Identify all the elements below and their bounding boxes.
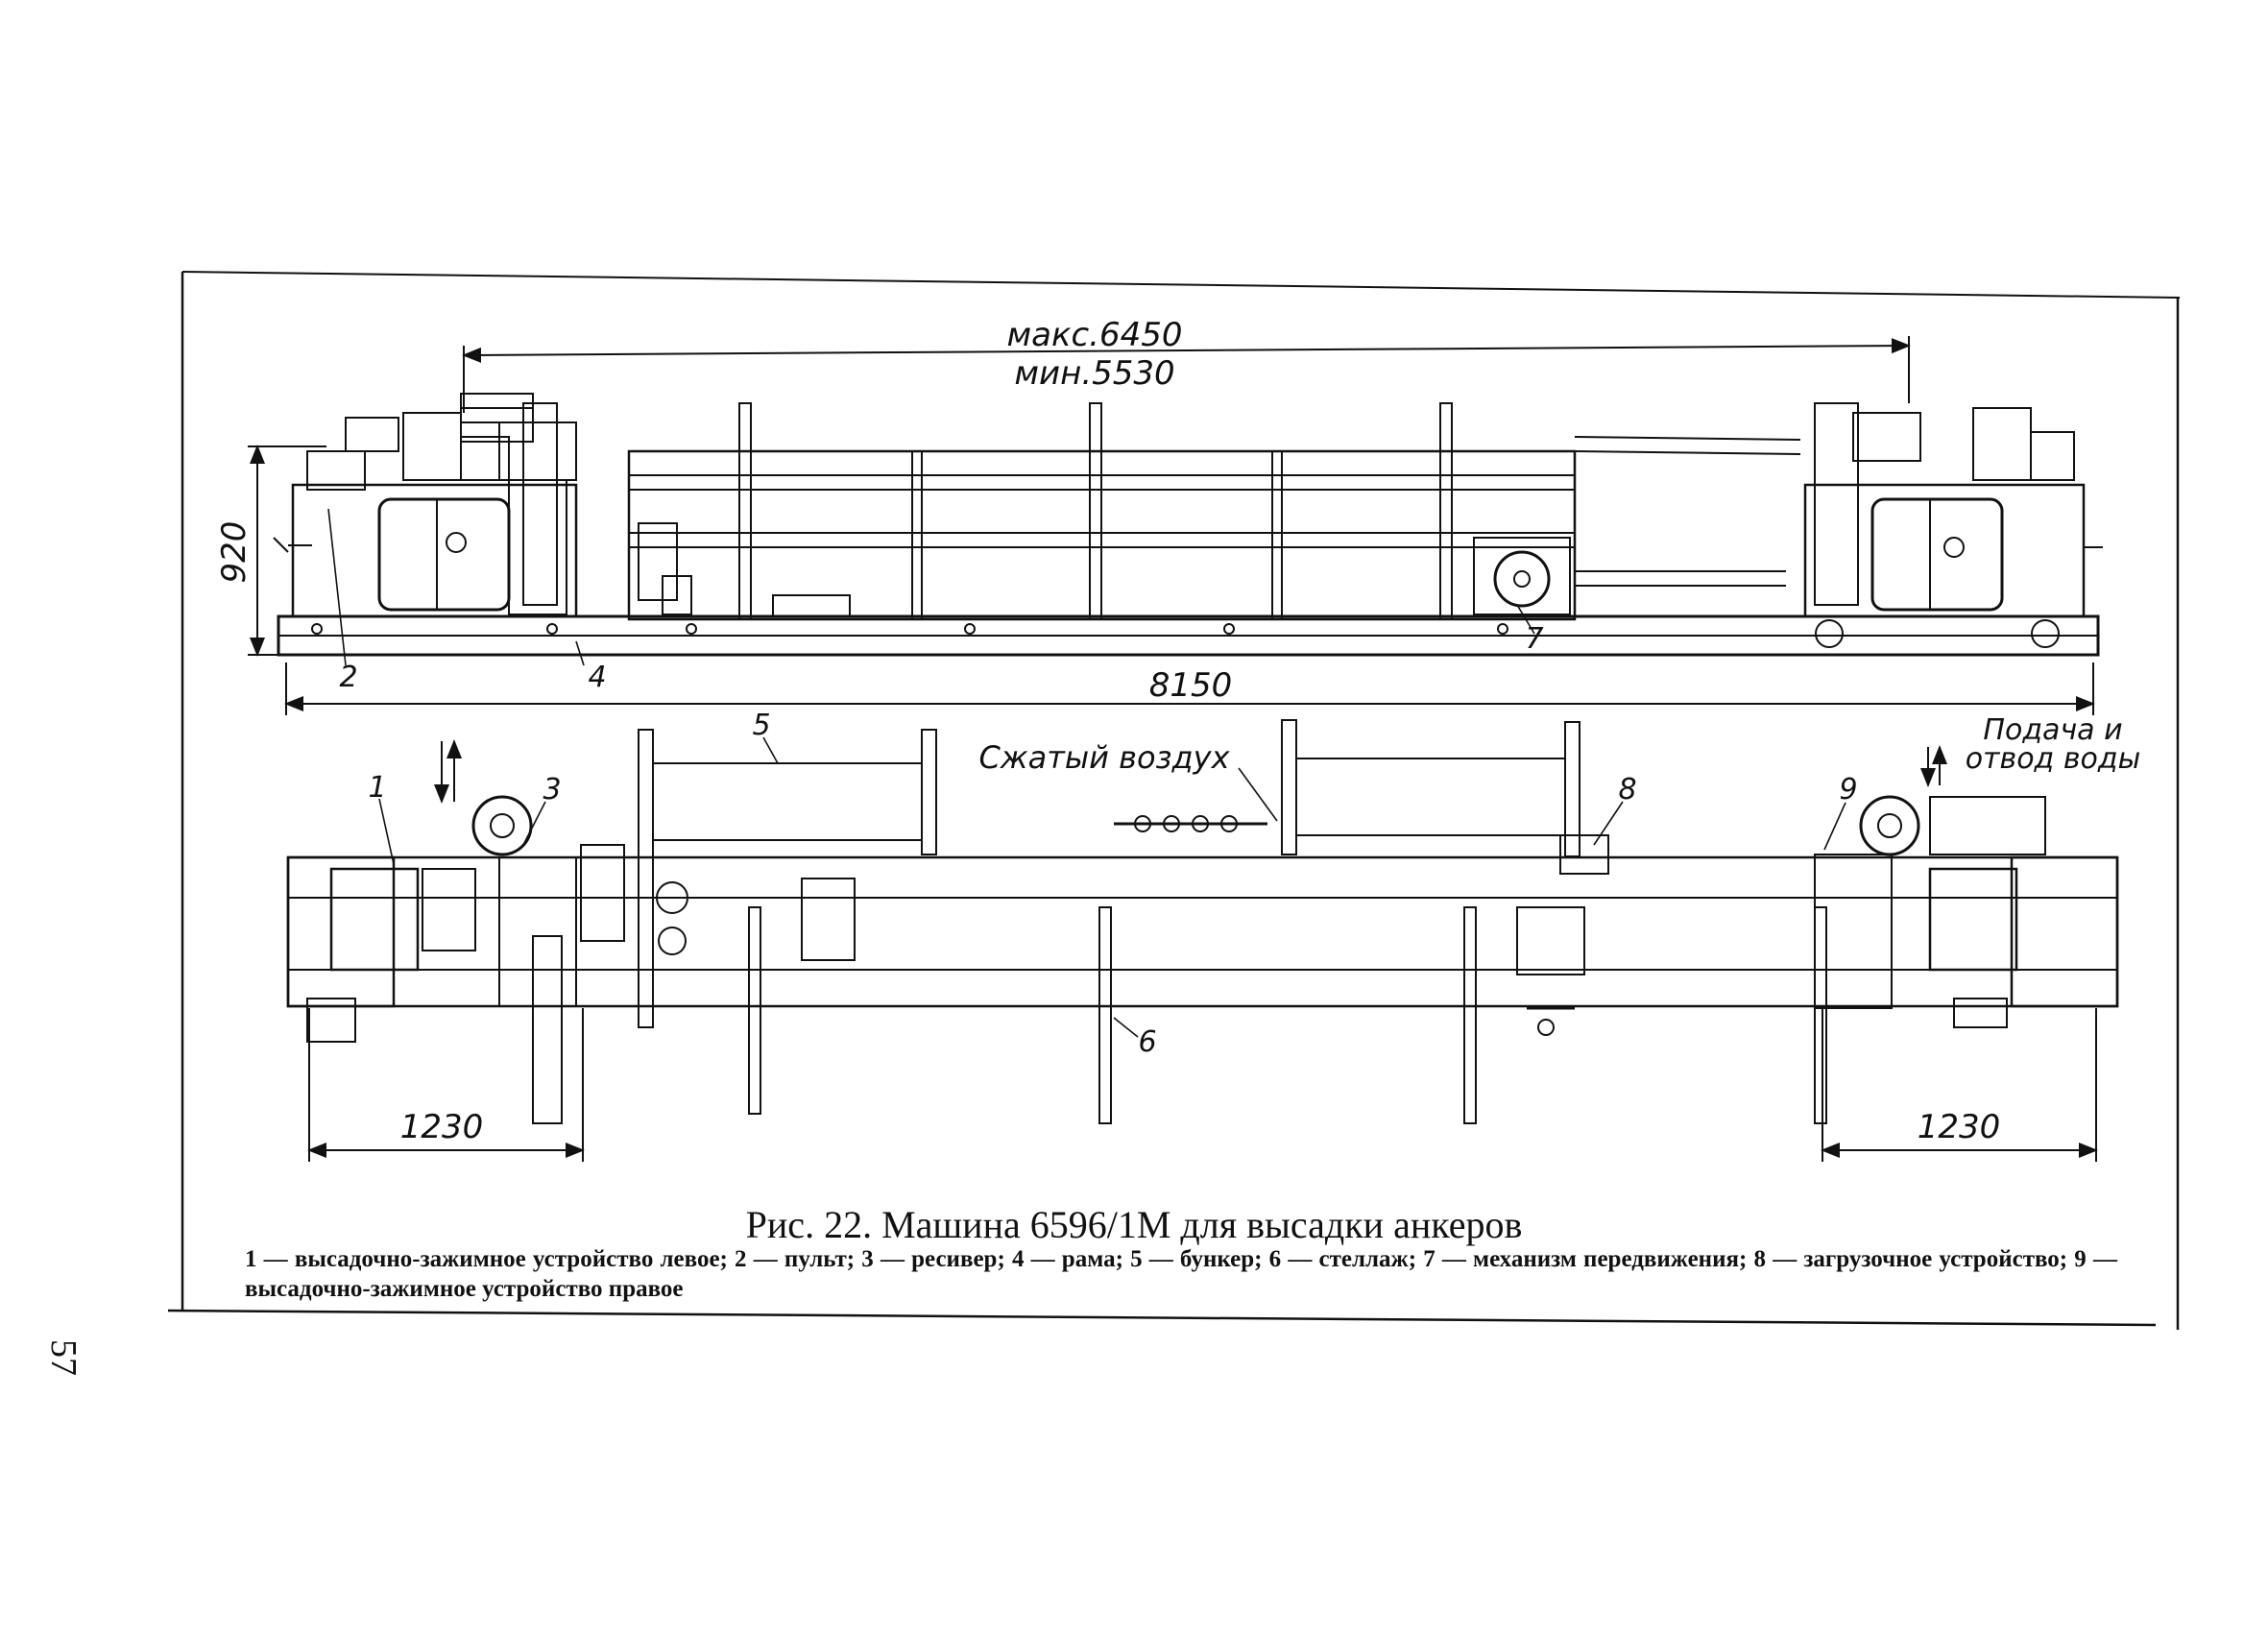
dimension-right-1230 (1821, 1008, 2098, 1162)
callout-4: 4 (588, 661, 606, 694)
dim-height-label: 920 (215, 521, 253, 584)
plan-view (286, 719, 2119, 1124)
water-annotation-line1: Подача и (1983, 713, 2122, 747)
callout-5: 5 (752, 709, 770, 742)
dim-right-width-label: 1230 (1918, 1108, 2001, 1146)
dim-max-label: макс.6450 (1006, 316, 1182, 354)
callout-6: 6 (1138, 1025, 1156, 1059)
dimension-height (248, 445, 326, 657)
dimension-left-1230 (307, 1008, 585, 1162)
elevation-view (273, 393, 2103, 657)
dim-overall-label: 8150 (1149, 666, 1233, 705)
figure-legend: 1 — высадочно-зажимное устройство левое;… (245, 1246, 2117, 1302)
callout-9: 9 (1839, 773, 1857, 806)
leader-lines (327, 508, 1846, 1038)
dimension-span (462, 336, 1911, 413)
air-annotation: Сжатый воздух (978, 739, 1230, 776)
figure-caption: Рис. 22. Машина 6596/1М для высадки анке… (745, 1203, 1523, 1246)
dim-min-label: мин.5530 (1014, 354, 1174, 393)
callout-7: 7 (1525, 622, 1543, 656)
frame-border (167, 271, 2181, 1330)
dimension-overall (284, 662, 2095, 715)
water-arrows (434, 739, 1947, 804)
water-annotation-line2: отвод воды (1966, 742, 2141, 776)
page-number: 57 (43, 1339, 84, 1376)
callout-2: 2 (339, 661, 357, 694)
dim-left-width-label: 1230 (400, 1108, 484, 1146)
callout-3: 3 (543, 773, 561, 806)
callout-1: 1 (368, 771, 386, 805)
callout-8: 8 (1618, 773, 1636, 806)
